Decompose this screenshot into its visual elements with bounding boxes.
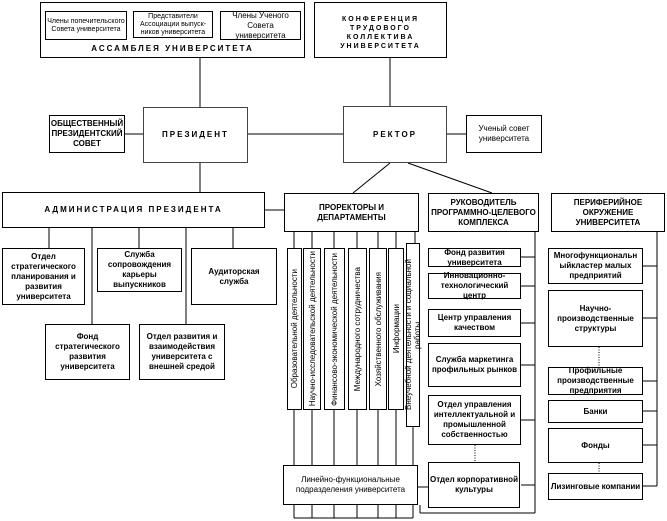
prorector-area: Научно-исследовательской деятельности — [303, 248, 321, 410]
area-label: Финансово-экономической деятельности — [330, 252, 339, 406]
periphery-unit: Профильные производственные предприятия — [548, 366, 643, 395]
prorector-area: Хозяйственного обслуживания — [369, 248, 387, 410]
prorector-area: Финансово-экономической деятельности — [324, 248, 345, 410]
public-council-box: ОБЩЕСТВЕННЫЙ ПРЕЗИДЕНТСКИЙ СОВЕТ — [49, 115, 125, 153]
admin-unit: Отдел стратегического планирования и раз… — [2, 248, 85, 305]
prorector-area: Внеучебной деятельности и социальной раб… — [404, 243, 422, 427]
rector-box: РЕКТОР — [343, 106, 447, 163]
periphery-unit: Научно-производственные структуры — [548, 290, 643, 347]
area-label: Образовательной деятельности — [290, 269, 299, 389]
area-label: Информации — [391, 304, 401, 354]
area-label: Научно-исследовательской деятельности — [307, 251, 317, 407]
periphery-unit: Фонды — [548, 428, 643, 463]
assembly-title: АССАМБЛЕЯ УНИВЕРСИТЕТА — [91, 44, 254, 53]
program-unit: Отдел управления интеллектуальной и пром… — [428, 395, 521, 445]
conference-box: КОНФЕРЕНЦИЯ ТРУДОВОГО КОЛЛЕКТИВА УНИВЕРС… — [314, 2, 447, 58]
assembly-member-trustees: Члены попечительского Совета университет… — [45, 11, 127, 40]
program-unit: Служба маркетинга профильных рынков — [428, 343, 521, 387]
program-complex-box: РУКОВОДИТЕЛЬ ПРОГРАММНО-ЦЕЛЕВОГО КОМПЛЕК… — [428, 193, 539, 232]
program-unit: Инновационно-технологический центр — [428, 271, 521, 300]
periphery-box: ПЕРИФЕРИЙНОЕ ОКРУЖЕНИЕ УНИВЕРСИТЕТА — [551, 193, 665, 232]
administration-box: АДМИНИСТРАЦИЯ ПРЕЗИДЕНТА — [2, 192, 265, 228]
president-box: ПРЕЗИДЕНТ — [143, 107, 248, 163]
linear-units-box: Линейно-функциональные подразделения уни… — [283, 465, 418, 505]
admin-unit: Фонд стратегического развития университе… — [45, 324, 130, 380]
prorector-area: Образовательной деятельности — [287, 248, 302, 410]
assembly-member-alumni: Представители Ассоциации выпуск-ников ун… — [133, 11, 213, 38]
program-unit: Отдел корпоративной культуры — [428, 462, 520, 508]
program-unit: Центр управления качеством — [428, 309, 521, 337]
prorector-area: Международного сотрудничества — [348, 248, 367, 410]
academic-council-box: Ученый совет университета — [466, 115, 542, 153]
area-label: Международного сотрудничества — [353, 266, 362, 392]
assembly-member-academic: Члены Ученого Совета университета — [220, 11, 301, 40]
periphery-unit: Лизинговые компании — [548, 473, 643, 500]
periphery-unit: Многофункциональн ыйкластер малых предпр… — [548, 248, 643, 284]
admin-unit: Аудиторская служба — [191, 248, 277, 305]
prorectors-box: ПРОРЕКТОРЫ И ДЕПАРТАМЕНТЫ — [284, 193, 419, 232]
program-unit: Фонд развития университета — [428, 248, 521, 267]
periphery-unit: Банки — [548, 400, 643, 423]
area-label: Хозяйственного обслуживания — [373, 271, 383, 387]
area-label: Внеучебной деятельности и социальной раб… — [404, 259, 422, 411]
admin-unit: Служба сопровождения карьеры выпускников — [97, 248, 182, 292]
prorector-area: Информации — [388, 248, 404, 410]
admin-unit: Отдел развития и взаимодействия универси… — [139, 324, 225, 380]
